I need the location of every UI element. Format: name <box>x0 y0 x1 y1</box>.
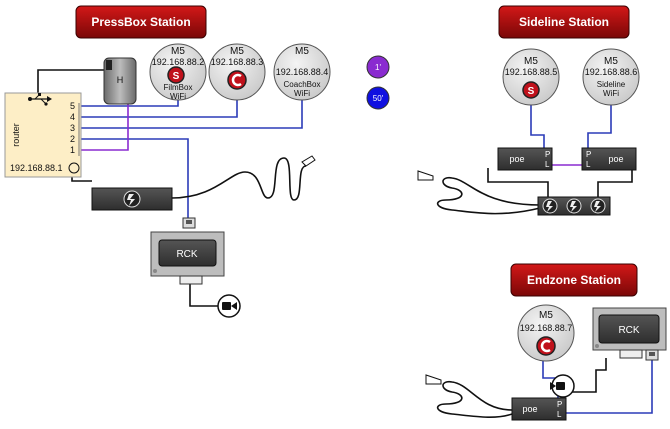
power-brick-icon <box>590 198 606 214</box>
poe-injector-sideline-1: poe P L <box>497 147 553 171</box>
cable-poe2-power <box>597 168 633 200</box>
video-camera-icon <box>550 374 575 398</box>
sideline-power-coil <box>436 176 541 215</box>
wall-plug-icon-sideline <box>417 170 434 181</box>
poe-2-l: L <box>586 160 591 169</box>
cable-port2-rck <box>80 138 189 218</box>
m5-3-ip: 192.168.88.3 <box>211 57 264 67</box>
m5-2-name: FilmBox <box>164 83 193 92</box>
cable-port4-m5-3 <box>80 96 238 118</box>
m5-2-name-2: WiFi <box>170 92 186 101</box>
m5-5-model: M5 <box>524 56 538 67</box>
hub-usb-cable <box>37 69 104 95</box>
power-brick-icon <box>566 198 582 214</box>
poe-injector-endzone: poe P L <box>511 397 567 421</box>
m5-6-ip: 192.168.88.6 <box>585 67 638 77</box>
m5-2-model: M5 <box>171 46 185 57</box>
poe-1-label: poe <box>509 154 524 164</box>
rck-unit-endzone: RCK <box>592 307 667 351</box>
m5-6-model: M5 <box>604 56 618 67</box>
svg-text:S: S <box>173 71 180 82</box>
router-port-1-label: 1 <box>70 145 75 155</box>
pressbox-title-text: PressBox Station <box>91 15 190 29</box>
poe-endzone-p: P <box>557 400 562 409</box>
poe-2-p: P <box>586 150 591 159</box>
router-power-port <box>68 162 80 174</box>
usb-icon <box>28 93 52 106</box>
router-port-3-label: 3 <box>70 123 75 133</box>
router-ip: 192.168.88.1 <box>10 163 63 173</box>
router-port-5-label: 5 <box>70 101 75 111</box>
cable-port1-hub <box>80 104 129 151</box>
rck-unit: RCK <box>150 231 225 277</box>
power-brick <box>91 187 173 211</box>
cable-m5-6-poe <box>587 98 612 152</box>
m5-5-ip: 192.168.88.5 <box>505 67 558 77</box>
m5-node-6: M5 192.168.88.6 Sideline WiFi <box>582 48 640 106</box>
m5-node-4: M5 192.168.88.4 CoachBox WiFi <box>273 43 331 101</box>
m5-3-model: M5 <box>230 46 244 57</box>
endzone-title-text: Endzone Station <box>527 273 621 287</box>
endzone-station-title: Endzone Station <box>510 263 638 297</box>
poe-1-p: P <box>545 150 550 159</box>
power-brick-icon <box>542 198 558 214</box>
poe-endzone-l: L <box>557 410 562 419</box>
m5-node-5: M5 192.168.88.5 S <box>502 48 560 106</box>
sideline-title-text: Sideline Station <box>519 15 609 29</box>
power-brick-icon <box>123 190 141 208</box>
hub-label: H <box>117 75 124 85</box>
m5-node-3: M5 192.168.88.3 <box>208 43 266 101</box>
m5-4-model: M5 <box>295 46 309 57</box>
hub: H <box>103 57 137 105</box>
m5-7-ip: 192.168.88.7 <box>520 323 573 333</box>
wall-plug-icon <box>301 155 316 167</box>
router-port-4-label: 4 <box>70 112 75 122</box>
power-strip <box>537 196 611 216</box>
m5-node-2: M5 192.168.88.2 S FilmBox WiFi <box>149 43 207 101</box>
cable-port3-m5-4 <box>80 98 303 129</box>
cable-poe1-power <box>487 168 549 200</box>
rck-label: RCK <box>176 249 197 260</box>
logo-s-icon: S <box>522 81 540 99</box>
logo-c-icon <box>227 70 247 90</box>
m5-6-name-2: WiFi <box>603 89 619 98</box>
m5-6-name: Sideline <box>597 80 626 89</box>
m5-7-model: M5 <box>539 310 553 321</box>
ethernet-port-icon <box>645 349 659 361</box>
legend-1ft-label: 1' <box>375 63 381 72</box>
endzone-power-coil <box>436 380 513 418</box>
ethernet-port-icon <box>182 217 196 229</box>
cable-legend-1ft: 1' <box>366 55 390 79</box>
pressbox-station-title: PressBox Station <box>75 5 207 39</box>
m5-4-name: CoachBox <box>284 80 321 89</box>
m5-2-ip: 192.168.88.2 <box>152 57 205 67</box>
legend-50ft-label: 50' <box>373 94 384 103</box>
m5-node-7: M5 192.168.88.7 <box>517 304 575 362</box>
rck-camera-cable <box>189 284 218 307</box>
poe-2-label: poe <box>608 154 623 164</box>
m5-4-ip: 192.168.88.4 <box>276 67 329 77</box>
logo-c-icon <box>536 336 556 356</box>
poe-1-l: L <box>545 160 550 169</box>
m5-4-name-2: WiFi <box>294 89 310 98</box>
rck-connector <box>179 275 203 285</box>
logo-s-icon: S <box>167 66 185 84</box>
router-label: router <box>11 123 21 147</box>
poe-endzone-label: poe <box>522 404 537 414</box>
router: router 5 4 3 2 1 192.168.88.1 <box>4 92 82 178</box>
cable-m5-5-poe <box>530 98 545 152</box>
router-port-2-label: 2 <box>70 134 75 144</box>
rck-camera-cable-endzone <box>572 358 607 393</box>
rck-endzone-label: RCK <box>618 325 639 336</box>
cable-legend-50ft: 50' <box>366 86 390 110</box>
rck-endzone-connector <box>619 349 643 359</box>
sideline-station-title: Sideline Station <box>498 5 630 39</box>
video-camera-icon <box>217 294 241 318</box>
poe-injector-sideline-2: poe P L <box>581 147 637 171</box>
pressbox-power-coil <box>171 157 307 201</box>
cable-poe-rck-endzone <box>562 358 653 414</box>
svg-text:S: S <box>528 86 535 97</box>
wall-plug-icon-endzone <box>425 374 442 385</box>
